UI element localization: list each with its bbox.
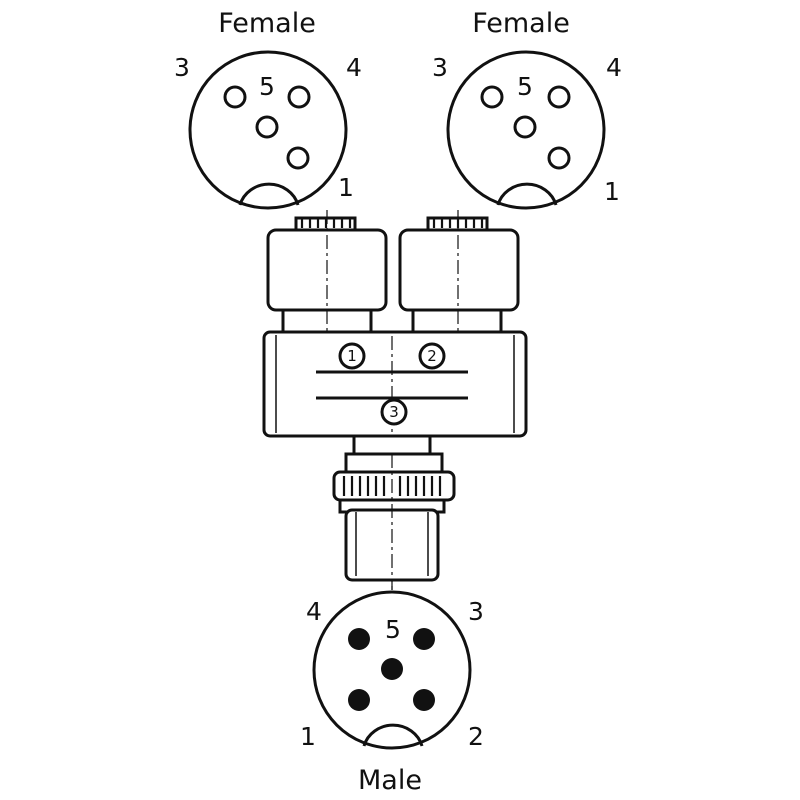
y-splitter-body: 1 2 3	[262, 210, 528, 590]
female-connector-left: Female 3 4 5 1	[174, 8, 362, 210]
female-right-pin-5-label: 5	[517, 72, 533, 101]
female-left-pin-1-label: 1	[338, 173, 354, 202]
male-key	[362, 723, 424, 747]
position-marker-1: 1	[338, 342, 366, 370]
male-pin-5-dot	[381, 658, 403, 680]
male-pin-4-dot	[348, 628, 370, 650]
right-socket-housing	[398, 210, 520, 372]
left-socket-housing	[266, 210, 388, 372]
male-pin-2-label: 2	[468, 722, 484, 751]
female-left-pin-3-label: 3	[174, 53, 190, 82]
male-pin-3-dot	[413, 628, 435, 650]
position-marker-3: 3	[380, 398, 408, 426]
female-left-face	[188, 50, 348, 210]
female-right-pin-1-hole	[547, 146, 571, 170]
marker-3-label: 3	[389, 403, 399, 421]
male-pin-2-dot	[413, 689, 435, 711]
female-left-pin-3-hole	[223, 85, 247, 109]
female-right-title: Female	[472, 8, 570, 39]
male-pin-1-dot	[348, 689, 370, 711]
female-left-pin-1-hole	[286, 146, 310, 170]
male-pin-4-label: 4	[306, 597, 322, 626]
female-right-face	[446, 50, 606, 210]
male-face	[312, 590, 472, 750]
male-pin-5-label: 5	[385, 615, 401, 644]
female-right-pin-5-hole	[513, 115, 537, 139]
male-pin-1-label: 1	[300, 722, 316, 751]
female-right-pin-4-hole	[547, 85, 571, 109]
male-pin-3-label: 3	[468, 597, 484, 626]
splitter-main-block	[262, 330, 528, 590]
female-right-pin-3-hole	[480, 85, 504, 109]
female-left-pin-5-label: 5	[259, 72, 275, 101]
male-title: Male	[358, 765, 422, 796]
male-connector: 4 3 5 1 2 Male	[300, 590, 484, 796]
female-left-title: Female	[218, 8, 316, 39]
female-left-pin-5-hole	[255, 115, 279, 139]
marker-1-label: 1	[347, 347, 357, 365]
male-plug-housing	[332, 452, 456, 590]
female-right-pin-1-label: 1	[604, 177, 620, 206]
female-right-key	[496, 182, 558, 206]
marker-2-label: 2	[427, 347, 437, 365]
position-marker-2: 2	[418, 342, 446, 370]
female-right-pin-3-label: 3	[432, 53, 448, 82]
female-left-key	[238, 182, 300, 206]
female-left-pin-4-hole	[287, 85, 311, 109]
female-left-pin-4-label: 4	[346, 53, 362, 82]
female-connector-right: Female 3 4 5 1	[432, 8, 622, 210]
female-right-pin-4-label: 4	[606, 53, 622, 82]
